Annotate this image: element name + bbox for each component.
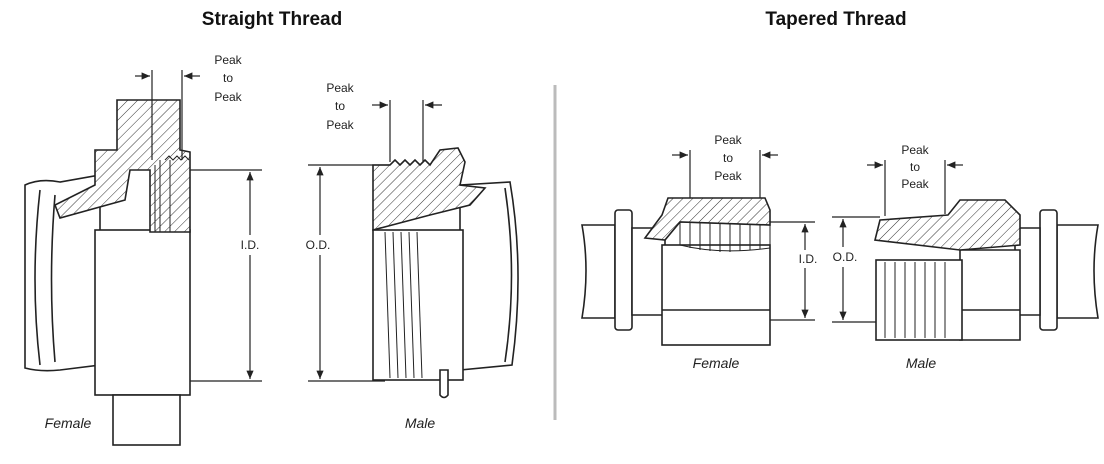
- straight-male-caption: Male: [405, 415, 436, 431]
- straight-male-peak-label-2: to: [335, 99, 345, 113]
- tapered-female-peak-label-2: to: [723, 151, 733, 165]
- tapered-female-peak-label-3: Peak: [714, 169, 742, 183]
- tapered-male-caption: Male: [906, 355, 937, 371]
- tapered-thread-title: Tapered Thread: [765, 9, 906, 30]
- straight-female-peak-label-3: Peak: [214, 90, 242, 104]
- straight-male-od-label: O.D.: [306, 238, 331, 252]
- straight-male-peak-label-3: Peak: [326, 118, 354, 132]
- tapered-male-peak-label-3: Peak: [901, 177, 929, 191]
- tapered-female-peak-label-1: Peak: [714, 133, 742, 147]
- straight-male-drawing: [308, 100, 519, 399]
- straight-female-drawing: [24, 70, 262, 446]
- tapered-female-drawing: [581, 150, 815, 346]
- tapered-male-od-label: O.D.: [833, 250, 858, 264]
- straight-female-caption: Female: [45, 415, 92, 431]
- straight-female-id-label: I.D.: [241, 238, 260, 252]
- tapered-male-drawing: [832, 160, 1099, 341]
- tapered-male-peak-label-1: Peak: [901, 143, 929, 157]
- tapered-female-caption: Female: [693, 355, 740, 371]
- straight-female-peak-label-2: to: [223, 71, 233, 85]
- straight-female-peak-label-1: Peak: [214, 53, 242, 67]
- tapered-female-id-label: I.D.: [799, 252, 818, 266]
- straight-male-peak-label-1: Peak: [326, 81, 354, 95]
- straight-thread-title: Straight Thread: [202, 9, 342, 30]
- tapered-male-peak-label-2: to: [910, 160, 920, 174]
